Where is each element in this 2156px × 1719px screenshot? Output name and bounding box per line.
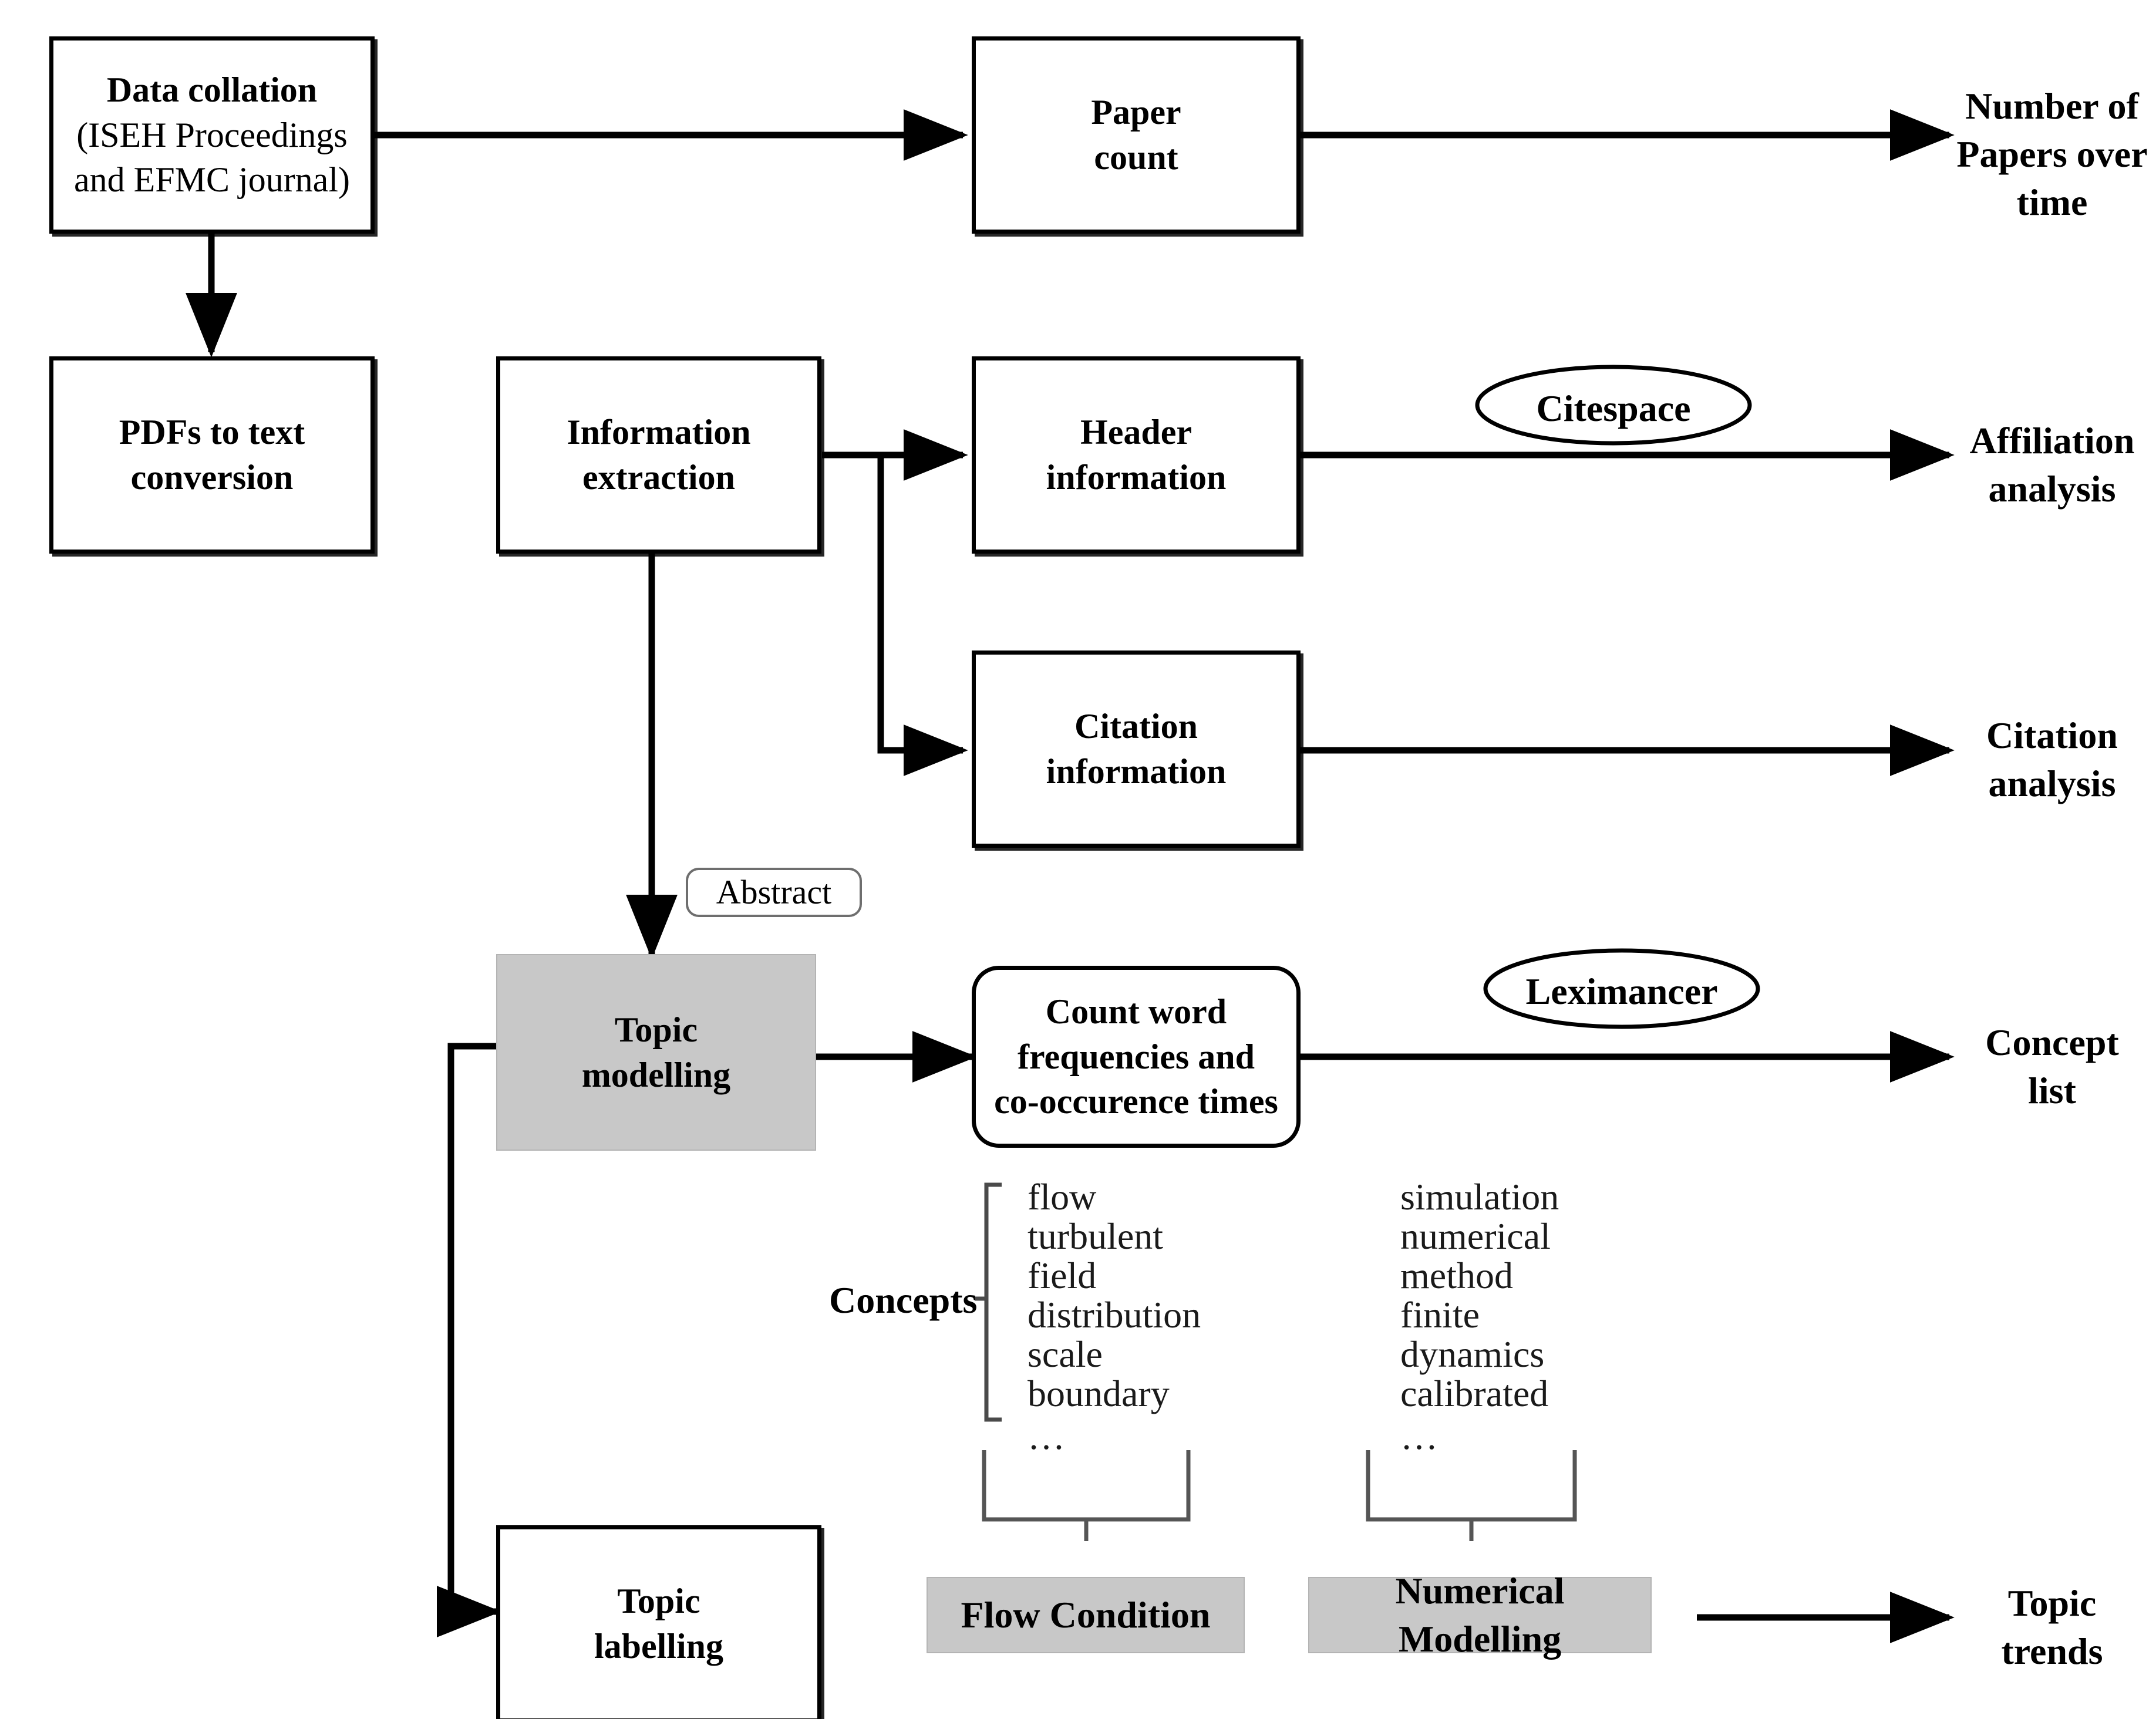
output-papers-line2: Papers over	[1956, 133, 2148, 175]
chip-numerical-modelling-label: Numerical Modelling	[1395, 1570, 1565, 1660]
node-topic-modelling[interactable]: Topic modelling	[496, 954, 816, 1151]
node-citation-line2: information	[1046, 752, 1227, 791]
tag-abstract-label: Abstract	[716, 872, 832, 911]
output-affiliation-analysis: Affiliation analysis	[1955, 417, 2149, 513]
arrow-extraction-to-citation	[877, 455, 968, 776]
node-extraction-line2: extraction	[582, 458, 735, 497]
citespace-ellipse	[1475, 365, 1752, 446]
output-citationout-line2: analysis	[1988, 762, 2116, 804]
concept-word-left-5: boundary	[1028, 1373, 1170, 1414]
node-data-collation-line2: (ISEH Proceedings	[76, 115, 348, 154]
concept-ellipsis-right: …	[1400, 1415, 1438, 1457]
node-countword-line3: co-occurence times	[994, 1082, 1278, 1121]
label-citespace: Citespace	[1536, 387, 1691, 429]
node-topic-modelling-line1: Topic	[614, 1010, 698, 1049]
output-citationout-line1: Citation	[1986, 714, 2118, 756]
node-countword-line2: frequencies and	[1018, 1037, 1255, 1076]
concept-word-left-1: turbulent	[1028, 1215, 1164, 1257]
node-topic-labelling-line2: labelling	[594, 1627, 724, 1666]
output-number-of-papers: Number of Papers over time	[1955, 82, 2149, 227]
concept-word-left-4: scale	[1028, 1333, 1103, 1375]
node-topic-modelling-line2: modelling	[581, 1055, 731, 1094]
concept-word-right-1: numerical	[1400, 1215, 1551, 1257]
concept-word-right-2: method	[1400, 1255, 1513, 1296]
output-concept-list: Concept list	[1955, 1019, 2149, 1115]
node-pdfs-to-text[interactable]: PDFs to text conversion	[49, 356, 375, 554]
output-affiliation-line1: Affiliation	[1969, 420, 2135, 461]
concept-word-right-5: calibrated	[1400, 1373, 1549, 1414]
node-header-information[interactable]: Header information	[972, 356, 1301, 554]
concepts-bracket	[975, 1182, 1002, 1422]
node-count-word-frequencies[interactable]: Count word frequencies and co-occurence …	[972, 966, 1301, 1148]
chip-flow-condition-label: Flow Condition	[961, 1594, 1211, 1636]
output-topic-trends: Topic trends	[1955, 1579, 2149, 1676]
output-papers-line1: Number of	[1965, 85, 2139, 127]
output-trends-line2: trends	[2001, 1630, 2103, 1672]
output-concept-line2: list	[2028, 1069, 2076, 1111]
concept-ellipsis-left: …	[1028, 1415, 1065, 1457]
node-data-collation-line1: Data collation	[106, 70, 318, 109]
node-topic-labelling-line1: Topic	[617, 1582, 700, 1621]
output-papers-line3: time	[2016, 181, 2088, 223]
label-leximancer: Leximancer	[1525, 970, 1718, 1012]
concept-word-left-2: field	[1028, 1255, 1097, 1296]
node-header-line2: information	[1046, 458, 1227, 497]
output-citation-analysis: Citation analysis	[1955, 712, 2149, 808]
concept-word-right-4: dynamics	[1400, 1333, 1545, 1375]
node-citation-line1: Citation	[1074, 707, 1198, 746]
chip-numerical-modelling[interactable]: Numerical Modelling	[1308, 1570, 1652, 1660]
node-citation-information[interactable]: Citation information	[972, 650, 1301, 848]
node-header-line1: Header	[1080, 413, 1192, 452]
output-affiliation-line2: analysis	[1988, 467, 2116, 510]
chip-flow-condition[interactable]: Flow Condition	[927, 1577, 1245, 1653]
node-countword-line1: Count word	[1045, 992, 1227, 1031]
output-concept-line1: Concept	[1985, 1022, 2119, 1063]
concept-word-left-3: distribution	[1028, 1294, 1201, 1336]
brace-left-group	[982, 1450, 1191, 1541]
node-data-collation-line3: and EFMC journal)	[74, 160, 350, 200]
node-extraction-line1: Information	[567, 413, 751, 452]
node-paper-count-line2: count	[1094, 138, 1178, 177]
concept-word-right-0: simulation	[1400, 1176, 1559, 1218]
concept-word-right-3: finite	[1400, 1294, 1480, 1336]
brace-right-group	[1366, 1450, 1577, 1541]
tag-abstract[interactable]: Abstract	[686, 868, 862, 917]
leximancer-ellipse	[1483, 948, 1760, 1029]
node-topic-labelling[interactable]: Topic labelling	[496, 1525, 821, 1719]
node-pdfs-line2: conversion	[130, 458, 294, 497]
output-trends-line1: Topic	[2007, 1582, 2097, 1624]
concept-word-left-0: flow	[1028, 1176, 1097, 1218]
node-data-collation[interactable]: Data collation (ISEH Proceedings and EFM…	[49, 36, 375, 234]
node-paper-count-line1: Paper	[1091, 93, 1181, 132]
node-information-extraction[interactable]: Information extraction	[496, 356, 821, 554]
node-paper-count[interactable]: Paper count	[972, 36, 1301, 234]
concepts-label: Concepts	[829, 1279, 978, 1321]
node-pdfs-line1: PDFs to text	[119, 413, 305, 452]
